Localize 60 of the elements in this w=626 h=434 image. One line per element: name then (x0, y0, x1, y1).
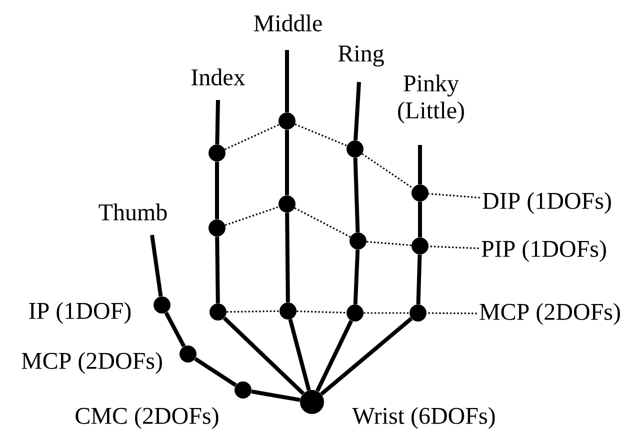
bone-line (222, 316, 305, 395)
finger-label: Thumb (98, 204, 167, 220)
joint-label: Wrist (6DOFs) (352, 407, 495, 429)
finger-label: Index (192, 68, 246, 86)
bone-line (418, 145, 422, 184)
joint-dot (350, 232, 366, 250)
bone-line (285, 212, 290, 302)
bone-line (354, 82, 361, 140)
joint-dot (210, 304, 226, 320)
leader-line (428, 192, 480, 199)
joint-dot (154, 296, 170, 314)
bone-line (285, 50, 289, 112)
joint-dot (412, 184, 428, 202)
joint-label: PIP (1DOFs) (482, 240, 606, 262)
dotted-line (226, 310, 280, 313)
bone-line (353, 250, 360, 304)
dotted-line (364, 312, 410, 314)
joint-dot (234, 382, 252, 398)
bone-line (194, 357, 237, 387)
joint-dot (208, 144, 226, 162)
joint-dot (410, 304, 426, 322)
leader-line (426, 312, 477, 314)
bone-line (316, 320, 354, 392)
joint-label: DIP (1DOFs) (482, 192, 611, 214)
bone-line (418, 202, 422, 238)
bone-line (215, 100, 220, 144)
joint-dot (278, 196, 296, 212)
dotted-line (224, 206, 280, 226)
finger-label: MCP (2DOFs) (22, 352, 162, 374)
dotted-line (224, 124, 280, 150)
dotted-line (294, 124, 348, 146)
dotted-line (296, 310, 346, 314)
joint-dot (300, 390, 324, 414)
bone-line (150, 234, 163, 297)
bone-line (215, 162, 219, 220)
dotted-line (362, 153, 414, 189)
finger-label: CMC (2DOFs) (76, 407, 218, 429)
dotted-line (294, 207, 351, 238)
dotted-line (366, 240, 412, 246)
joint-label: MCP (2DOFs) (480, 303, 620, 325)
bone-line (320, 317, 413, 396)
bone-line (164, 312, 186, 348)
joint-dot (346, 304, 364, 322)
joint-dot (208, 220, 226, 236)
finger-label: IP (1DOF) (29, 302, 131, 324)
bone-line (416, 254, 422, 304)
finger-label: Ring (338, 45, 384, 67)
joint-dot (280, 302, 296, 320)
leader-line (428, 246, 479, 250)
joint-dot (412, 238, 428, 254)
joint-dot (180, 346, 196, 362)
bone-line (353, 158, 360, 232)
bone-line (251, 390, 300, 402)
bone-line (215, 236, 220, 304)
joint-dot (278, 112, 296, 130)
joint-dot (346, 140, 364, 158)
bone-line (285, 130, 289, 196)
finger-label: Pinky (Little) (398, 74, 464, 124)
bone-line (288, 318, 311, 391)
finger-label: Middle (254, 14, 322, 32)
